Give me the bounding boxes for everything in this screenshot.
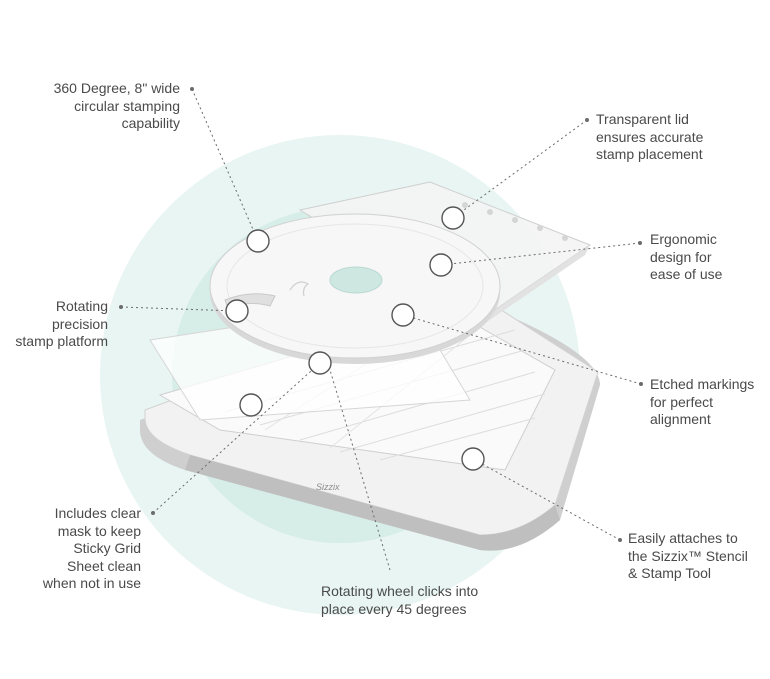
callout-ergonomic-design: Ergonomic design for ease of use — [650, 231, 723, 282]
marker-circular-capability — [246, 229, 270, 253]
leader-ergonomic-design — [440, 242, 641, 266]
dot-etched-markings — [639, 382, 643, 386]
callout-transparent-lid: Transparent lid ensures accurate stamp p… — [596, 111, 704, 162]
dot-easily-attaches — [618, 538, 622, 542]
callout-easily-attaches: Easily attaches to the Sizzix™ Stencil &… — [628, 530, 748, 581]
leader-transparent-lid — [452, 119, 588, 219]
brand-mark: Sizzix — [316, 482, 340, 492]
dot-clear-mask — [151, 511, 155, 515]
marker-transparent-lid — [441, 206, 465, 230]
marker-rotating-platform — [225, 299, 249, 323]
callout-clear-mask: Includes clear mask to keep Sticky Grid … — [42, 505, 141, 591]
callout-etched-markings: Etched markings for perfect alignment — [650, 376, 755, 427]
marker-easily-attaches — [461, 447, 485, 471]
callout-markers — [225, 206, 485, 471]
leader-etched-markings — [402, 314, 642, 385]
dot-rotating-platform — [119, 305, 123, 309]
leader-rotating-platform — [120, 306, 238, 312]
callout-rotating-platform: Rotating precision stamp platform — [15, 298, 108, 349]
marker-ergonomic-design — [429, 253, 453, 277]
marker-rotating-wheel — [308, 351, 332, 375]
dot-circular-capability — [190, 87, 194, 91]
leader-end-dots — [119, 87, 643, 542]
leader-lines — [120, 88, 642, 571]
rotating-disc — [209, 213, 501, 364]
dot-ergonomic-design — [638, 241, 642, 245]
dot-transparent-lid — [585, 118, 589, 122]
marker-etched-markings — [391, 303, 415, 327]
marker-clear-mask — [239, 393, 263, 417]
callout-circular-capability: 360 Degree, 8" wide circular stamping ca… — [53, 80, 180, 131]
callout-rotating-wheel: Rotating wheel clicks into place every 4… — [321, 583, 479, 617]
